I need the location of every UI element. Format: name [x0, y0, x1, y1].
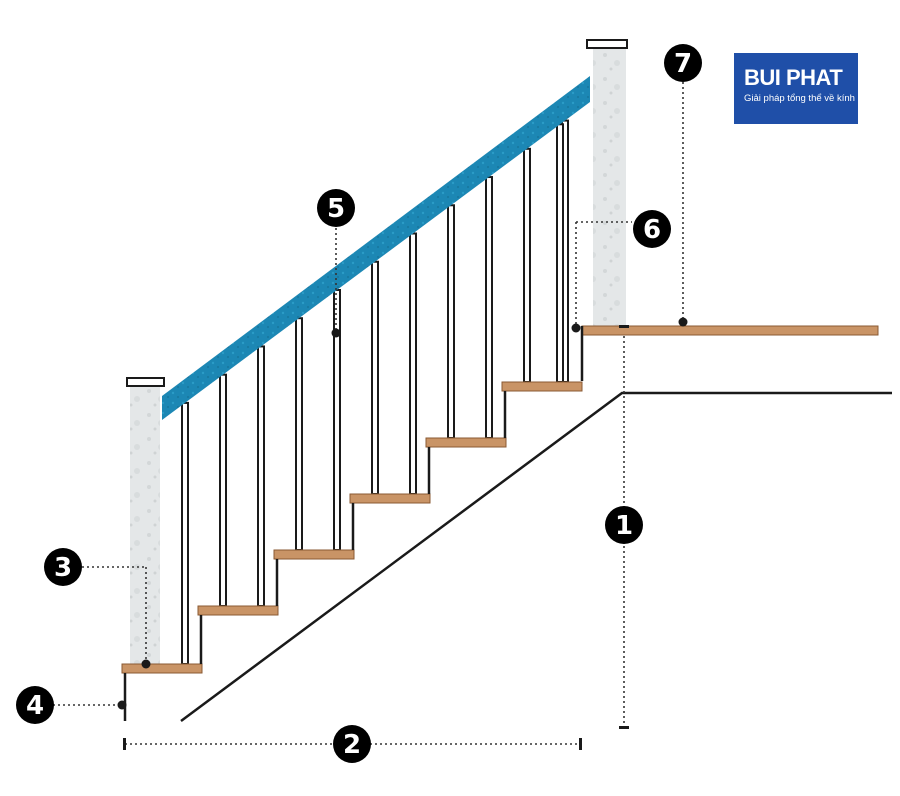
- stair-tread: [501, 381, 583, 392]
- understair-outline: [180, 391, 892, 723]
- lower-newel-post: [126, 377, 165, 665]
- marker-4: [117, 700, 127, 710]
- baluster: [219, 373, 227, 608]
- stair-steps: [121, 381, 583, 674]
- callout-4: 4: [16, 686, 54, 724]
- tick-1-bottom: [619, 726, 629, 729]
- tick-1-top: [619, 325, 629, 328]
- callout-2: 2: [333, 725, 371, 763]
- marker-5: [331, 328, 341, 338]
- stair-tread: [349, 493, 431, 504]
- baluster: [257, 345, 265, 607]
- tick-2-left: [123, 738, 126, 750]
- callout-6: 6: [633, 210, 671, 248]
- marker-7: [678, 317, 688, 327]
- callout-5-label: 5: [327, 194, 345, 224]
- callout-1-label: 1: [615, 511, 633, 541]
- baluster: [181, 401, 189, 665]
- stair-tread: [273, 549, 355, 560]
- upper-newel-post: [586, 39, 628, 327]
- baluster: [371, 260, 379, 495]
- brand-logo: BUI PHAT Giải pháp tổng thể về kính: [734, 53, 858, 124]
- stair-tread: [197, 605, 279, 616]
- stair-tread: [121, 663, 203, 674]
- callout-4-label: 4: [26, 691, 44, 721]
- brand-name: BUI PHAT: [744, 65, 843, 90]
- callout-6-label: 6: [643, 215, 661, 245]
- handrail: [162, 76, 590, 420]
- baluster: [409, 232, 417, 495]
- callout-7-label: 7: [674, 49, 692, 79]
- balusters: [181, 119, 569, 665]
- marker-3: [141, 659, 151, 669]
- callout-2-label: 2: [343, 730, 361, 760]
- baluster: [447, 204, 455, 439]
- callout-5: 5: [317, 189, 355, 227]
- stair-tread: [425, 437, 507, 448]
- baluster: [556, 123, 564, 383]
- callout-3-label: 3: [54, 553, 72, 583]
- baluster: [295, 317, 303, 551]
- baluster: [523, 147, 531, 383]
- brand-tagline: Giải pháp tổng thể về kính: [744, 93, 855, 104]
- marker-6: [571, 323, 581, 333]
- callout-7: 7: [664, 44, 702, 82]
- baluster: [485, 176, 493, 439]
- leader-end-markers: [117, 317, 688, 750]
- callout-1: 1: [605, 506, 643, 544]
- callout-3: 3: [44, 548, 82, 586]
- tick-2-right: [579, 738, 582, 750]
